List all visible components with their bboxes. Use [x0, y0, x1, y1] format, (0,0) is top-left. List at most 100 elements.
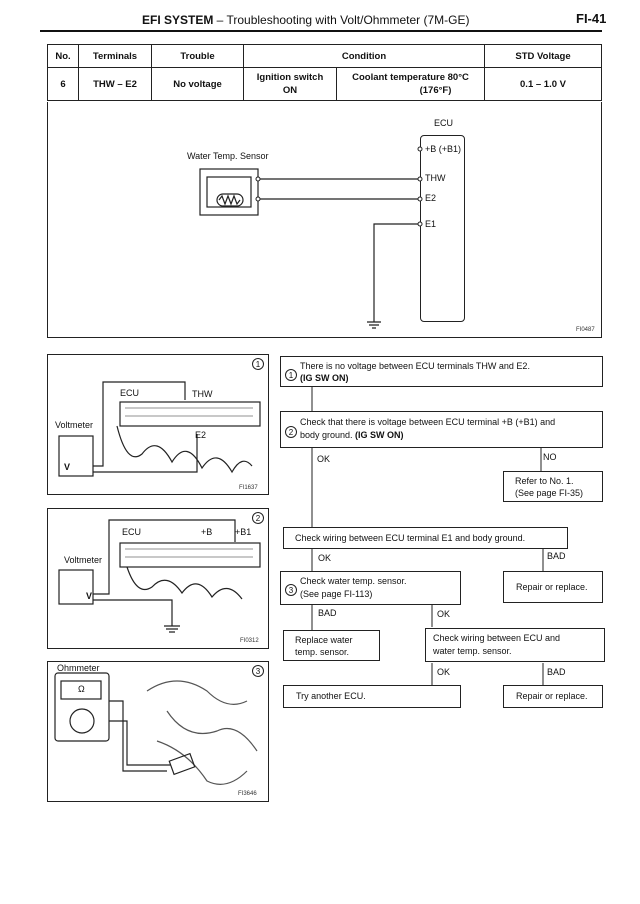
fig1-thw-label: THW: [192, 389, 213, 399]
figure-3-illustration: [54, 672, 258, 785]
figure-2-voltmeter-b: [47, 508, 269, 649]
cell-std-voltage: 0.1 – 1.0 V: [484, 67, 602, 101]
water-temp-sensor-label: Water Temp. Sensor: [187, 151, 269, 161]
voltmeter-icon: [58, 435, 94, 477]
fig3-omega-label: Ω: [78, 684, 85, 694]
ecu-label: ECU: [434, 118, 454, 128]
flow-step-2-number: 2: [285, 426, 297, 438]
figure-code-1: FI1637: [239, 485, 258, 491]
ecu-pin-thw: [417, 176, 423, 182]
sensor-connector: [199, 168, 259, 216]
ecu-connector-icon: [119, 542, 261, 568]
fig2-v-label: V: [86, 591, 93, 601]
flow-no-1: NO: [543, 452, 557, 462]
table-header-row: No. Terminals Trouble Condition STD Volt…: [47, 44, 602, 68]
wire-harness-icon: [126, 566, 243, 600]
flow-step-2: 2 Check that there is voltage between EC…: [280, 411, 603, 448]
cond-ignition-line1: Ignition switch: [256, 72, 324, 83]
wire-e1-ground: [373, 223, 420, 322]
fig3-ohmmeter-label: Ohmmeter: [57, 663, 100, 673]
flow-step-1-condition: (IG SW ON): [300, 373, 349, 383]
flow-step-2-condition: (IG SW ON): [355, 430, 404, 440]
figure-code-wiring: FI0487: [576, 327, 595, 333]
flow-ok-3: OK: [437, 609, 451, 619]
fig2-ecu-label: ECU: [122, 527, 142, 537]
flow-check-e1-text: Check wiring between ECU terminal E1 and…: [295, 533, 526, 543]
section-subtitle: – Troubleshooting with Volt/Ohmmeter (7M…: [213, 13, 470, 27]
flow-replace-line1: Replace water: [295, 635, 353, 645]
flow-replace-sensor: Replace water temp. sensor.: [283, 630, 380, 661]
flow-refer-box: Refer to No. 1. (See page FI-35): [503, 471, 603, 502]
flow-repair-2-text: Repair or replace.: [516, 691, 588, 701]
flow-bad-4: BAD: [547, 667, 566, 677]
probe-lead-b: [93, 519, 236, 595]
section-title: EFI SYSTEM: [142, 13, 214, 27]
figure-2-illustration: [58, 519, 261, 633]
wiring-diagram: [199, 146, 423, 329]
fig2-b1-label: +B1: [235, 527, 252, 537]
flow-step-3-ref: (See page FI-113): [300, 589, 373, 599]
flow-step-2-text-cont: body ground.: [300, 430, 356, 440]
pin-label-b: +B (+B1): [425, 144, 462, 154]
fig1-ecu-label: ECU: [120, 388, 140, 398]
fig1-v-label: V: [64, 462, 71, 472]
water-temp-sensor-icon: [168, 752, 196, 776]
spec-table: No. Terminals Trouble Condition STD Volt…: [47, 44, 602, 101]
col-header-terminals: Terminals: [78, 44, 152, 68]
sensor-pin-e2: [255, 196, 261, 202]
fig1-e2-label: E2: [195, 430, 207, 440]
pin-label-e2: E2: [425, 193, 437, 203]
cond-coolant-line1: Coolant temperature 80°C: [352, 72, 469, 83]
flow-check-ecu-line1: Check wiring between ECU and: [433, 633, 561, 643]
ohmmeter-leads: [109, 700, 171, 772]
flow-check-ecu-line2: water temp. sensor.: [433, 646, 512, 656]
flow-bad-2: BAD: [547, 551, 566, 561]
flow-check-ecu-wiring: Check wiring between ECU and water temp.…: [425, 628, 605, 662]
ecu-pin-e2: [417, 196, 423, 202]
sensor-pin-thw: [255, 176, 261, 182]
flow-ok-4: OK: [437, 667, 451, 677]
probe-lead-thw: [93, 381, 186, 467]
cell-condition-ignition: Ignition switch ON: [243, 67, 337, 101]
col-header-trouble: Trouble: [151, 44, 244, 68]
flow-try-ecu-text: Try another ECU.: [296, 691, 366, 701]
flow-step-1-text: There is no voltage between ECU terminal…: [300, 361, 530, 371]
wiring-diagram-frame: [47, 102, 602, 338]
table-row: 6 THW – E2 No voltage Ignition switch ON…: [47, 67, 602, 101]
flow-try-ecu: Try another ECU.: [283, 685, 461, 708]
figure-code-3: FI3646: [238, 791, 257, 797]
header-rule: [40, 30, 602, 32]
cell-terminals: THW – E2: [78, 67, 152, 101]
cell-condition-coolant: Coolant temperature 80°C (176°F): [336, 67, 485, 101]
ohmmeter-display: [60, 680, 102, 700]
flow-replace-line2: temp. sensor.: [295, 647, 350, 657]
cond-ignition-line2: ON: [282, 85, 298, 96]
cond-coolant-line2: (176°F): [419, 85, 452, 96]
col-header-condition: Condition: [243, 44, 485, 68]
flow-repair-1-text: Repair or replace.: [516, 582, 588, 592]
wire-harness-icon: [116, 425, 253, 474]
figure-code-2: FI0312: [240, 638, 259, 644]
figure-3-number: 3: [252, 665, 264, 677]
ecu-pin-b: [417, 146, 423, 152]
sensor-body: [206, 176, 252, 208]
voltmeter-icon: [58, 569, 94, 605]
figure-1-number: 1: [252, 358, 264, 370]
flow-repair-1: Repair or replace.: [503, 571, 603, 603]
flow-step-1: 1 There is no voltage between ECU termin…: [280, 356, 603, 387]
fig2-b-label: +B: [201, 527, 213, 537]
figure-1-illustration: [58, 381, 261, 477]
ground-icon: [367, 321, 381, 329]
flow-refer-line1: Refer to No. 1.: [515, 476, 574, 486]
col-header-std: STD Voltage: [484, 44, 602, 68]
flow-ok-2: OK: [318, 553, 332, 563]
resistor-zigzag-icon: [218, 194, 241, 206]
page-header-title: EFI SYSTEM – Troubleshooting with Volt/O…: [142, 13, 469, 27]
ground-icon: [164, 625, 180, 633]
ecu-connector-icon: [119, 401, 261, 427]
cell-no: 6: [47, 67, 79, 101]
ohmmeter-dial-icon: [69, 708, 95, 734]
probe-lead-e2: [93, 434, 198, 473]
probe-lead-ground: [93, 599, 173, 626]
ecu-pin-e1: [417, 221, 423, 227]
